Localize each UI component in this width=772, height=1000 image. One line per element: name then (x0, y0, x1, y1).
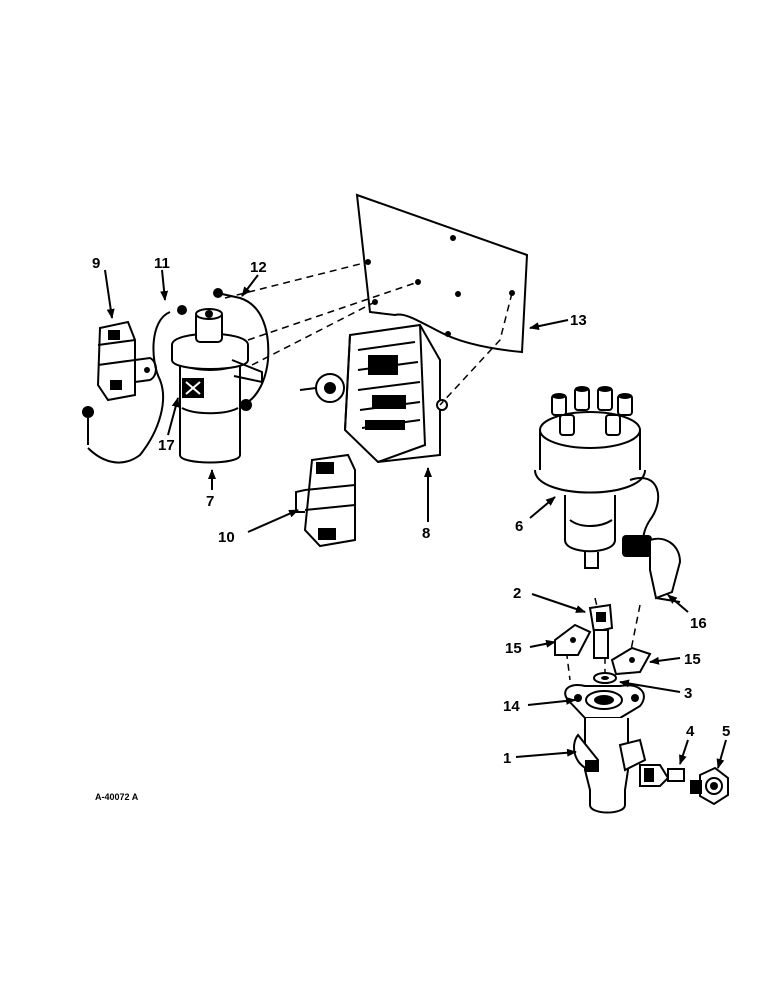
callout-9: 9 (92, 255, 100, 272)
leader-4 (679, 739, 689, 765)
leader-2 (531, 593, 586, 613)
fitting-part-4 (639, 764, 685, 787)
callout-2: 2 (513, 585, 521, 602)
leader-1 (515, 748, 577, 758)
callout-labels: 9 11 12 13 17 7 8 10 6 2 16 15 15 3 14 1… (92, 255, 730, 802)
leader-12 (241, 274, 259, 297)
ignition-coil-part-7 (171, 308, 263, 464)
leader-17 (167, 397, 180, 436)
callout-16: 16 (690, 615, 707, 632)
leader-9 (104, 269, 115, 319)
hold-down-clamp-part-15-left (554, 623, 592, 656)
leader-lines (104, 269, 727, 769)
leader-15a (529, 639, 556, 648)
leader-5 (716, 739, 727, 769)
leader-6 (529, 496, 556, 519)
callout-5: 5 (722, 723, 730, 740)
leader-10 (247, 509, 299, 533)
ballast-resistor-part-9 (96, 320, 157, 402)
coil-wire-part-12 (213, 288, 270, 411)
leader-3 (619, 679, 681, 693)
callout-8: 8 (422, 525, 430, 542)
leader-16 (667, 594, 689, 613)
callout-7: 7 (206, 493, 214, 510)
drawing-number: A-40072 A (95, 792, 139, 802)
callout-1: 1 (503, 750, 511, 767)
callout-4: 4 (686, 723, 695, 740)
leader-15b (649, 656, 681, 665)
callout-14: 14 (503, 698, 520, 715)
ignition-control-unit-part-8 (299, 323, 448, 464)
distributor-part-6 (534, 386, 682, 603)
callout-12: 12 (250, 259, 267, 276)
callout-10: 10 (218, 529, 235, 546)
mounting-plate-part-13 (355, 193, 529, 354)
callout-6: 6 (515, 518, 523, 535)
washer-part-3 (593, 672, 617, 684)
ballast-resistor-part-10 (295, 453, 356, 548)
coil-wire-part-11 (82, 305, 187, 464)
callout-13: 13 (570, 312, 587, 329)
callout-15-right: 15 (684, 651, 701, 668)
callout-17: 17 (158, 437, 175, 454)
callout-3: 3 (684, 685, 692, 702)
distributor-housing-part-1 (564, 684, 647, 814)
switch-part-5 (690, 766, 729, 806)
leader-14 (527, 696, 576, 706)
leader-13 (529, 319, 569, 331)
leader-11 (160, 269, 169, 301)
hold-down-clamp-part-15-right (610, 646, 652, 676)
callout-15-left: 15 (505, 640, 522, 657)
drive-coupling-part-2 (588, 603, 614, 659)
callout-11: 11 (154, 255, 170, 272)
